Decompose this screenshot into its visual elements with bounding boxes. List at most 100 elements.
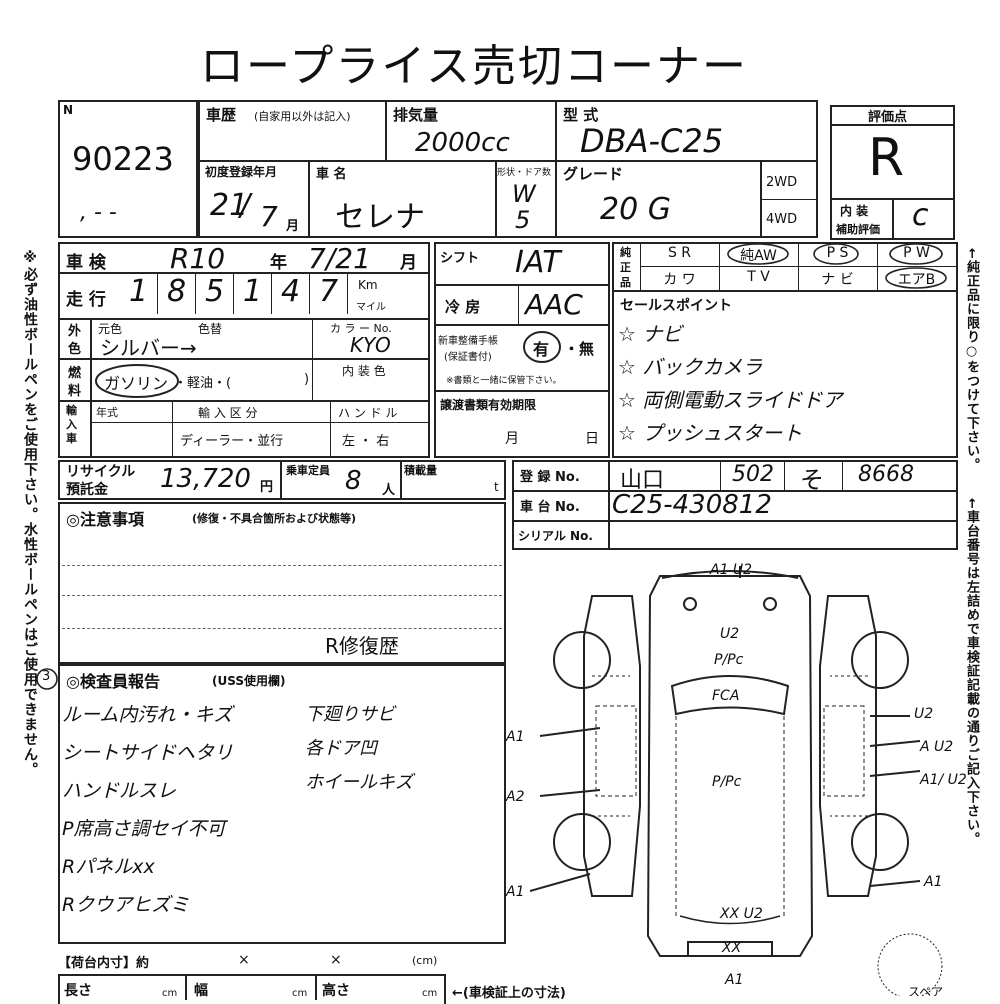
color-original-label: 元色	[98, 322, 123, 336]
color-changed-label: 色替	[198, 322, 223, 336]
chassis-label: 車 台 No.	[520, 500, 580, 515]
cargo-length-label: 長さ	[64, 983, 92, 999]
mark-right3: A1/ U2	[919, 772, 967, 788]
maintenance-yes: 有	[533, 340, 550, 359]
cargo-width-label: 幅	[194, 983, 208, 999]
cargo-x2: ×	[330, 952, 342, 968]
maintenance-no: ・無	[564, 340, 595, 358]
model-label: 型 式	[563, 106, 599, 124]
model-value: DBA-C25	[580, 122, 724, 160]
grade-label: グレード	[563, 165, 624, 183]
color-code-label: カ ラ ー No.	[330, 322, 392, 335]
sales-point-item: ☆ 両側電動スライドドア	[618, 384, 842, 413]
shaken-label: 車 検	[66, 253, 106, 273]
car-diagram: A1 U2 U2 P/Pc FCA P/Pc A1 A2 A1 U2 A U2 …	[505, 562, 967, 996]
transfer-docs-label: 譲渡書類有効期限	[440, 398, 537, 412]
shaken-date: 7/21	[308, 242, 371, 275]
reg-kana: そ	[800, 466, 824, 494]
genuine-item: P S	[826, 245, 849, 261]
displacement-value: 2000cc	[415, 128, 510, 158]
shaken-month-unit: 月	[400, 253, 417, 273]
mark-hood2: P/Pc	[714, 652, 744, 668]
mark-left3: A1	[505, 884, 524, 900]
sales-points-label: セールスポイント	[620, 298, 732, 314]
inspector-circle-mark	[36, 668, 58, 690]
handle-label: ハ ン ド ル	[338, 406, 398, 420]
inspector-sub: (USS使用欄)	[212, 674, 286, 688]
ac-value: AAC	[525, 288, 583, 321]
mileage-digit: 4	[272, 274, 310, 314]
right-side-note-chassis: ←車台番号は左詰めで車検証記載の通りご記入下さい。	[964, 498, 979, 846]
mileage-digit: 5	[196, 274, 234, 314]
star-icon: ☆	[618, 388, 643, 412]
inspector-block	[58, 664, 506, 944]
equipment-block	[434, 242, 610, 458]
mileage-digit: 7	[310, 274, 348, 314]
fuel-side-2: 料	[68, 384, 82, 399]
ac-label: 冷 房	[445, 298, 481, 316]
reg-no-label: 登 録 No.	[520, 470, 580, 485]
rating-label: 評価点	[868, 110, 908, 125]
shape-label: 形状・ドア数	[497, 168, 552, 178]
cargo-height-label: 高さ	[322, 983, 350, 999]
genuine-circles	[727, 243, 947, 289]
sales-point-text: プッシュスタート	[642, 421, 803, 445]
registration-year: 21	[210, 188, 249, 223]
history-label: 車歴	[206, 106, 237, 124]
vehicle-info-block	[58, 242, 430, 458]
sales-block	[612, 242, 958, 458]
inspector-item: Rクウアヒズミ	[62, 894, 190, 916]
star-icon: ☆	[618, 355, 643, 379]
notes-block	[58, 502, 506, 664]
chassis-value: C25-430812	[612, 490, 772, 520]
lot-sub: , - -	[80, 200, 117, 225]
wheel-rear-right	[851, 813, 909, 871]
star-icon: ☆	[618, 322, 643, 346]
grade-value: 20 G	[600, 192, 671, 227]
sales-point-item: ☆ ナビ	[618, 318, 682, 347]
shift-label: シフト	[440, 251, 480, 266]
mileage-km: Km	[358, 278, 378, 292]
wheel-front-right	[851, 631, 909, 689]
cargo-unit: (cm)	[412, 954, 438, 967]
inspector-item: 各ドア凹	[305, 738, 377, 759]
notes-sub: (修復・不具合箇所および状態等)	[192, 512, 357, 525]
serial-label: シリアル No.	[518, 529, 593, 543]
inspector-right-list: 下廻りサビ各ドア凹ホイールキズ	[305, 700, 505, 820]
sales-point-text: ナビ	[642, 322, 683, 346]
color-side-1: 外	[68, 324, 82, 339]
recycle-label-2: 預託金	[66, 482, 108, 498]
mark-roof: P/Pc	[712, 774, 742, 790]
displacement-label: 排気量	[393, 106, 439, 124]
maintenance-note: ※書類と一緒に保管下さい。	[446, 376, 562, 386]
left-side-note: ※必ず油性ボールペンをご使用下さい。水性ボールペンはご使用できません。	[22, 250, 38, 777]
inspector-label: ◎検査員報告	[66, 672, 160, 691]
reg-class: 502	[732, 462, 774, 487]
genuine-side-1: 純	[620, 246, 631, 259]
mark-left2: A2	[505, 789, 525, 805]
doors-value: 5	[515, 206, 531, 234]
wheel-front-left	[553, 631, 611, 689]
page-title: ロープライス売切コーナー	[200, 41, 749, 92]
inspector-item: ホイールキズ	[305, 772, 413, 793]
mark-right1: U2	[914, 706, 933, 722]
left-side-outline	[583, 595, 641, 897]
mileage-mile: マイル	[356, 302, 386, 313]
capacity-value: 8	[345, 466, 362, 496]
genuine-item: P W	[903, 245, 930, 261]
fuel-circle	[95, 364, 179, 398]
genuine-item: T V	[747, 269, 770, 285]
import-type-value: ディーラー・並行	[180, 434, 284, 449]
color-value: シルバー→	[100, 336, 197, 360]
maintenance-label-2: (保証書付)	[444, 352, 492, 363]
inspector-item: ルーム内汚れ・キズ	[62, 704, 233, 726]
car-name-label: 車 名	[316, 167, 347, 182]
sales-point-item: ☆ プッシュスタート	[618, 417, 802, 446]
registration-month-unit: 月	[286, 219, 300, 234]
notes-label: ◎注意事項	[66, 510, 144, 529]
drive-2wd: 2WD	[766, 175, 798, 190]
windshield	[670, 675, 790, 716]
maintenance-label-1: 新車整備手帳	[438, 336, 498, 347]
